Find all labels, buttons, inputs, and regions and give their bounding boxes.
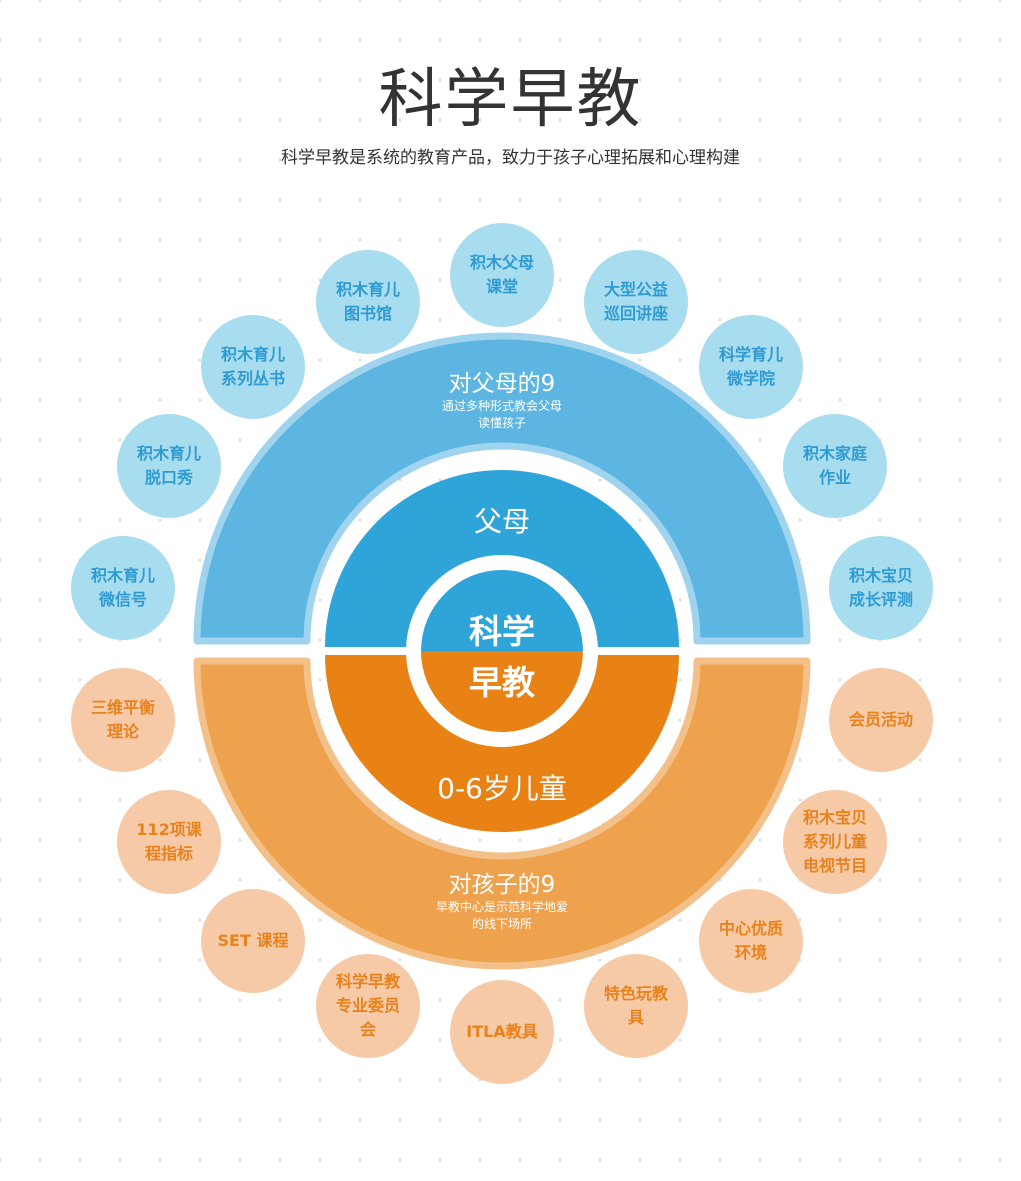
page-title: 科学早教 — [378, 63, 643, 137]
inner-top-label: 父母 — [473, 505, 530, 538]
outer-bottom-label: 对孩子的9 早教中心是示范科学地爱 的线下场所 — [352, 871, 652, 933]
core-bottom-label: 早教 — [469, 663, 535, 702]
child-item-set-course[interactable]: SET 课程 — [201, 889, 305, 993]
parent-item-library[interactable]: 积木育儿 图书馆 — [316, 250, 420, 354]
child-item-environment[interactable]: 中心优质 环境 — [699, 889, 803, 993]
parent-item-talkshow[interactable]: 积木育儿 脱口秀 — [117, 414, 221, 518]
child-item-indicators[interactable]: 112项课 程指标 — [117, 790, 221, 894]
child-item-toys[interactable]: 特色玩教 具 — [584, 954, 688, 1058]
child-item-tv-program[interactable]: 积木宝贝 系列儿童 电视节目 — [783, 790, 887, 894]
child-item-member-activity[interactable]: 会员活动 — [829, 668, 933, 772]
outer-top-desc: 通过多种形式教会父母 读懂孩子 — [441, 399, 562, 430]
parent-item-micro-academy[interactable]: 科学育儿 微学院 — [699, 315, 803, 419]
core-top-label: 科学 — [469, 612, 535, 651]
core-bottom — [421, 651, 583, 732]
child-item-itla[interactable]: ITLA教具 — [450, 980, 554, 1084]
page-subtitle: 科学早教是系统的教育产品，致力于孩子心理拓展和心理构建 — [281, 148, 740, 168]
core-top — [421, 570, 583, 651]
outer-top-label: 对父母的9 通过多种形式教会父母 读懂孩子 — [352, 370, 652, 432]
parent-item-homework[interactable]: 积木家庭 作业 — [783, 414, 887, 518]
child-item-theory[interactable]: 三维平衡 理论 — [71, 668, 175, 772]
parent-item-wechat[interactable]: 积木育儿 微信号 — [71, 536, 175, 640]
inner-bottom-label: 0-6岁儿童 — [437, 772, 567, 805]
parent-item-class[interactable]: 积木父母 课堂 — [450, 223, 554, 327]
outer-bottom-desc: 早教中心是示范科学地爱 的线下场所 — [435, 900, 568, 931]
outer-ring-bottom — [193, 657, 811, 970]
outer-bottom-title: 对孩子的9 — [448, 872, 556, 898]
child-item-committee[interactable]: 科学早教 专业委员 会 — [316, 954, 420, 1058]
outer-top-title: 对父母的9 — [448, 371, 556, 397]
outer-ring-top — [193, 332, 811, 645]
parent-item-lecture[interactable]: 大型公益 巡回讲座 — [584, 250, 688, 354]
parent-item-assessment[interactable]: 积木宝贝 成长评测 — [829, 536, 933, 640]
parent-item-book-series[interactable]: 积木育儿 系列丛书 — [201, 315, 305, 419]
